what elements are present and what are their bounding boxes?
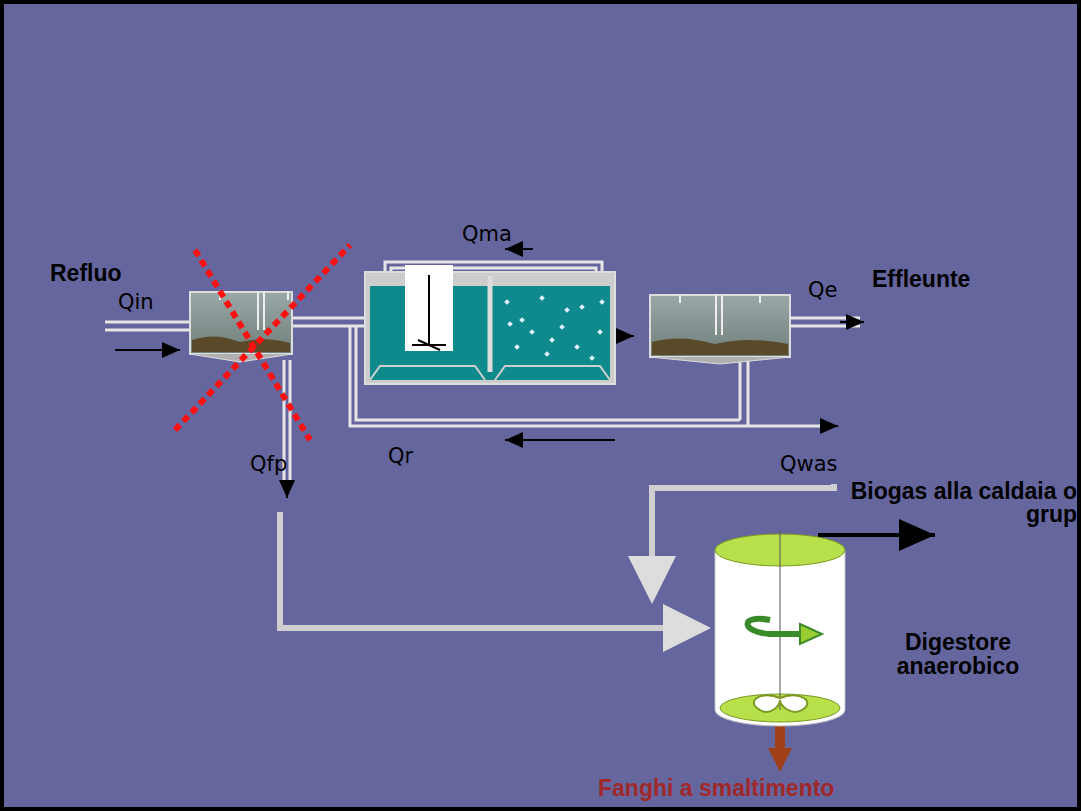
air-bubble: [589, 355, 595, 361]
air-bubble: [549, 337, 555, 343]
air-bubble: [559, 324, 565, 330]
biogas-label: Biogas alla caldaia o grup: [845, 480, 1077, 526]
background: [4, 4, 1077, 807]
inlet-label: Refluo: [50, 260, 122, 287]
air-bubble: [529, 329, 535, 335]
air-bubble: [597, 329, 603, 335]
flow-label: Qin: [118, 290, 154, 314]
air-bubble: [507, 321, 513, 327]
air-bubble: [504, 299, 510, 305]
flow-label: Qfp: [250, 452, 287, 476]
air-bubble: [564, 307, 570, 313]
air-bubble: [579, 304, 585, 310]
flow-label: Qwas: [780, 452, 838, 476]
digester-label: Digestore anaerobico: [858, 630, 1058, 678]
disposal-label: Fanghi a smaltimento: [598, 775, 834, 802]
air-bubble: [574, 344, 580, 350]
air-bubble: [514, 344, 520, 350]
air-bubble: [539, 295, 545, 301]
outlet-label: Effleunte: [872, 266, 970, 293]
air-bubble: [544, 351, 550, 357]
flow-label: Qma: [462, 222, 512, 246]
flow-label: Qr: [388, 444, 413, 468]
anaerobic-digester: Digestore anaerobico: [700, 530, 1078, 730]
air-bubble: [519, 317, 525, 323]
digester-tank: [700, 530, 1078, 730]
air-bubble: [599, 299, 605, 305]
flow-label: Qe: [808, 278, 837, 302]
